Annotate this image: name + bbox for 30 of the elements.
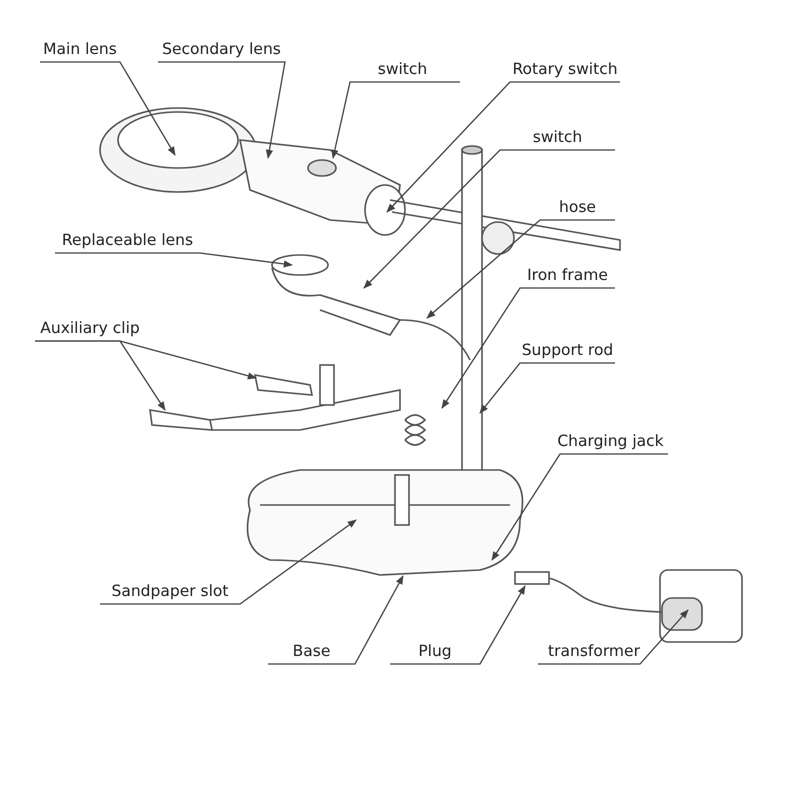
part-label: Main lens bbox=[40, 38, 120, 62]
part-label: switch bbox=[345, 58, 460, 82]
leader-line bbox=[55, 252, 293, 268]
leader-line bbox=[479, 362, 615, 414]
leader-line bbox=[331, 81, 460, 159]
leader-line bbox=[363, 149, 615, 289]
leader-line bbox=[426, 219, 615, 319]
leader-line bbox=[390, 585, 526, 665]
part-label: Plug bbox=[390, 640, 480, 664]
part-label: Support rod bbox=[520, 339, 615, 363]
leader-line bbox=[441, 287, 615, 409]
part-label: Secondary lens bbox=[158, 38, 285, 62]
part-label: Base bbox=[268, 640, 355, 664]
leader-line bbox=[268, 575, 404, 665]
leader-line bbox=[35, 340, 166, 411]
part-label: Charging jack bbox=[553, 430, 668, 454]
part-label: Iron frame bbox=[520, 264, 615, 288]
leader-line bbox=[386, 81, 620, 213]
leader-line bbox=[158, 61, 286, 159]
part-label: Replaceable lens bbox=[55, 229, 200, 253]
part-label: Sandpaper slot bbox=[100, 580, 240, 604]
part-label: Auxiliary clip bbox=[35, 317, 145, 341]
leader-line bbox=[538, 609, 689, 665]
leader-line bbox=[491, 453, 668, 561]
leader-line bbox=[100, 519, 357, 605]
part-label: switch bbox=[500, 126, 615, 150]
leader-line bbox=[40, 61, 176, 156]
part-label: transformer bbox=[538, 640, 650, 664]
part-label: hose bbox=[540, 196, 615, 220]
part-label: Rotary switch bbox=[510, 58, 620, 82]
